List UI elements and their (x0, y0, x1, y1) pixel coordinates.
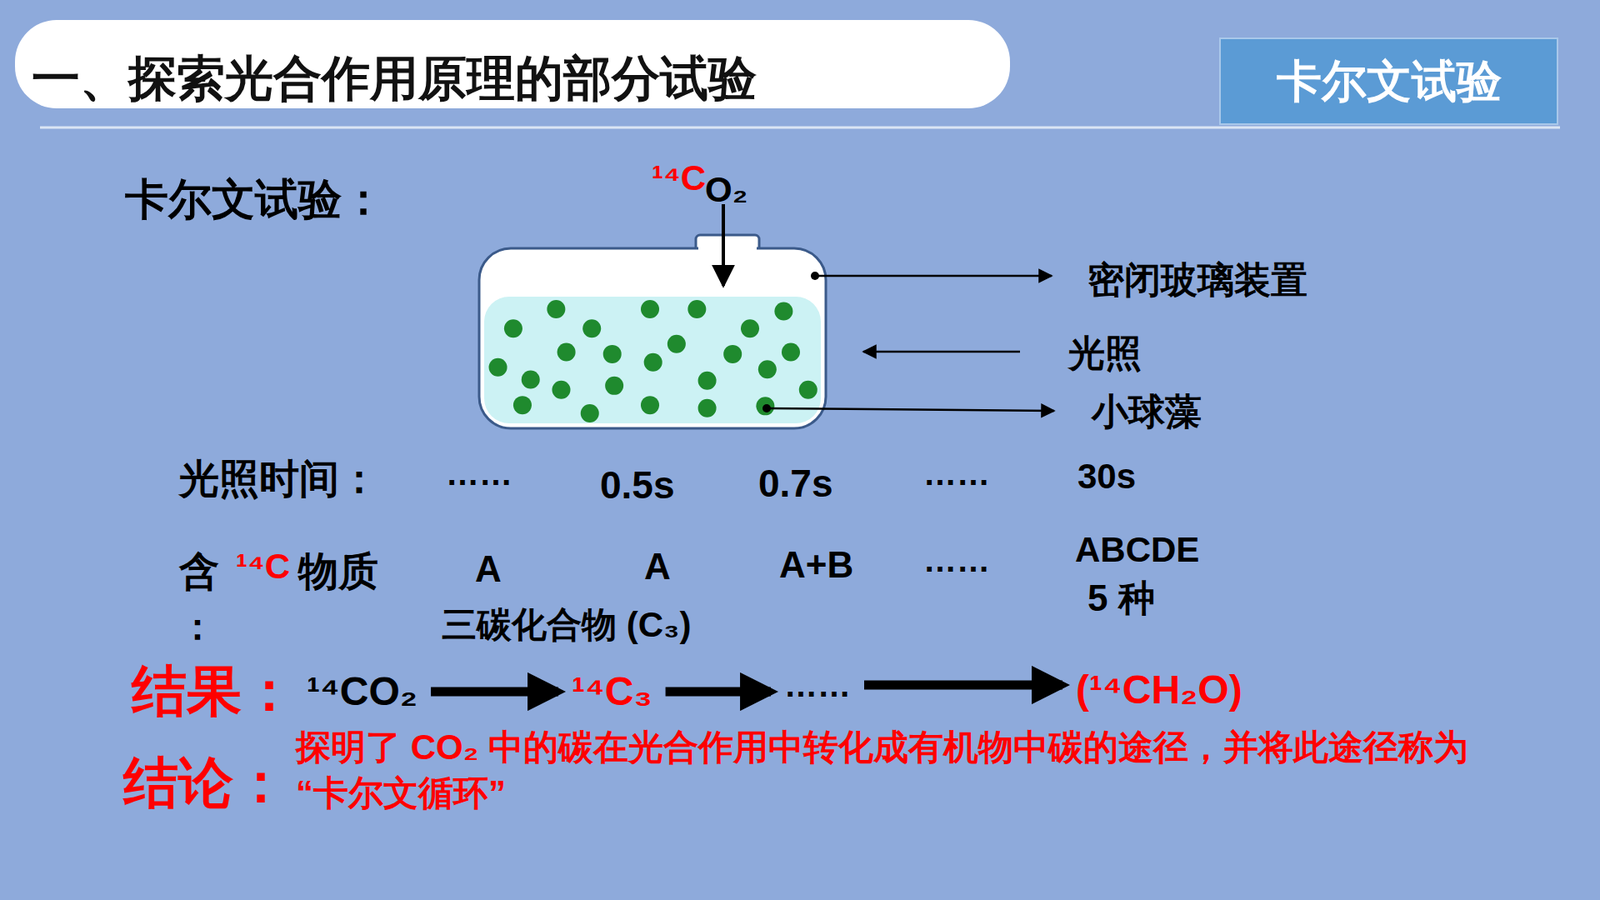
row-heading: ： (179, 605, 216, 649)
flow-arrow (665, 687, 771, 697)
ellipsis: …… (445, 454, 513, 493)
conclusion-heading: 结论： (123, 751, 289, 815)
leader-dot (762, 404, 771, 413)
algae-cell (667, 335, 686, 354)
ellipsis-node: …… (779, 662, 856, 708)
algae-cell (557, 342, 576, 361)
substance: A (475, 548, 502, 591)
substance: A (644, 545, 671, 589)
algae-cell (603, 345, 622, 364)
algae-cell (781, 342, 800, 361)
leader-line (766, 408, 1055, 411)
tab-box: 卡尔文试验 (1219, 37, 1559, 125)
algae-cell (521, 370, 540, 390)
culture-liquid (484, 296, 821, 424)
light-arrow (863, 350, 1020, 354)
substance: ABCDE (1075, 530, 1200, 570)
flow-arrow (864, 680, 1063, 690)
algae-cell (582, 319, 601, 338)
algae-cell (774, 301, 793, 320)
algae-cell (546, 300, 565, 319)
co2-inlet-arrow (721, 204, 725, 286)
ellipsis: …… (923, 454, 990, 493)
algae-cell (640, 300, 660, 319)
formula-node: ¹⁴CO₂ (301, 665, 423, 718)
substance: A+B (779, 544, 854, 587)
node-text: ¹⁴C₃ (571, 668, 653, 715)
formula-part: ¹⁴C (651, 158, 706, 199)
algae-cell (698, 399, 717, 418)
ellipsis: …… (923, 540, 990, 580)
flask (479, 235, 826, 429)
result-heading: 结果： (131, 660, 297, 724)
algae-cell (740, 319, 760, 338)
time-value: 0.5s (600, 463, 675, 508)
algae-cell (723, 345, 742, 364)
algae-cell (551, 380, 570, 400)
node-text: ¹⁴CO₂ (306, 668, 418, 715)
part-name: 密闭玻璃装置 (1087, 259, 1308, 302)
leader-dot (810, 271, 820, 280)
algae-cell (758, 360, 777, 379)
leader-line (815, 275, 1052, 278)
title-rule (40, 126, 1560, 130)
row-heading: 含 (179, 548, 220, 595)
algae-cell (580, 404, 600, 423)
flow-arrow (430, 687, 559, 697)
algae-cell (504, 319, 523, 338)
node-text: 卡尔文试验 (1276, 55, 1502, 107)
algae-cell (644, 353, 663, 372)
part-name: 小球藻 (1091, 390, 1202, 434)
algae-cell (489, 358, 508, 377)
row-heading: 物质 (298, 548, 379, 595)
substance: 5 种 (1087, 577, 1155, 620)
formula-part: O₂ (705, 170, 748, 210)
slide-title: 一、探索光合作用原理的部分试验 (31, 46, 757, 112)
algae-cell (687, 300, 706, 319)
time-value: 0.7s (758, 461, 834, 506)
row-heading: 光照时间： (179, 455, 380, 502)
algae-cell (698, 371, 717, 390)
algae-cell (640, 395, 660, 415)
formula-node: ¹⁴C₃ (566, 665, 658, 718)
section-heading: 卡尔文试验： (125, 175, 385, 225)
annotation: 三碳化合物 (C₃) (441, 605, 691, 645)
algae-cell (755, 396, 775, 415)
algae-cell (513, 395, 532, 415)
conclusion-text: 探明了 CO₂ 中的碳在光合作用中转化成有机物中碳的途径，并将此途径称为“卡尔文… (295, 725, 1480, 816)
part-name: 光照 (1068, 332, 1142, 375)
row-heading: ¹⁴C (235, 546, 290, 587)
time-value: 30s (1077, 456, 1136, 497)
algae-cell (605, 376, 624, 395)
node-text: (¹⁴CH₂O) (1075, 666, 1243, 713)
formula-node: (¹⁴CH₂O) (1070, 663, 1248, 716)
algae-cell (799, 380, 818, 400)
node-text: …… (784, 665, 851, 705)
